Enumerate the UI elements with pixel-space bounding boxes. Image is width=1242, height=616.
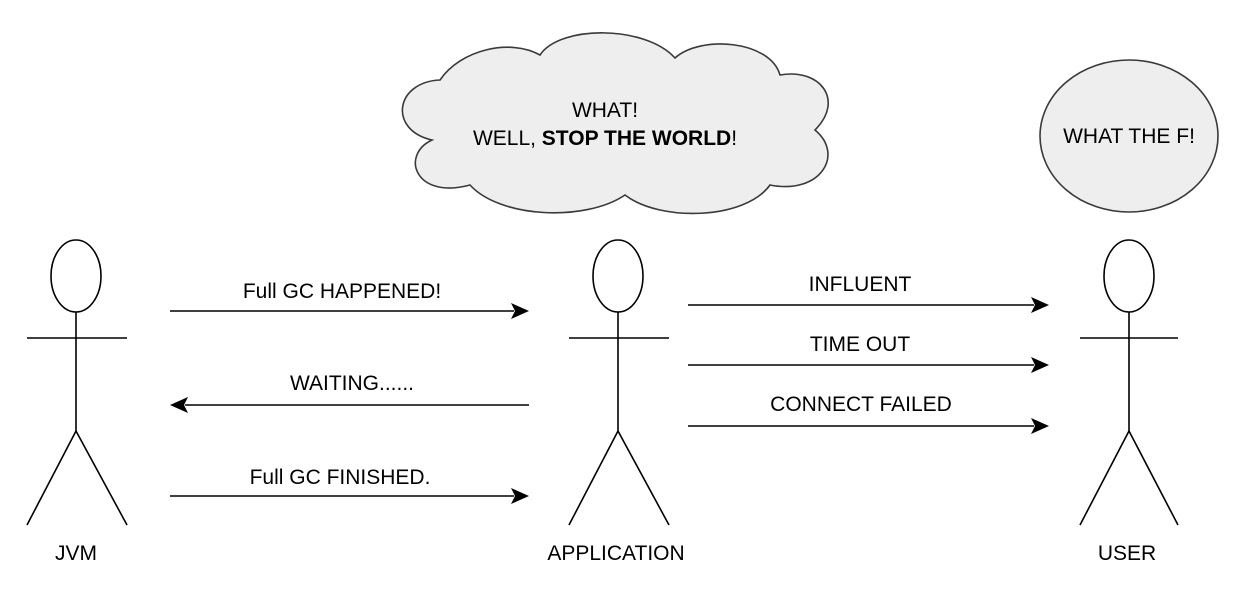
jvm-actor-right-leg [75, 430, 128, 526]
arrow-head [170, 397, 188, 413]
jvm-actor-label: JVM [55, 542, 97, 565]
jvm-actor [26, 239, 128, 526]
user-actor-head [1103, 239, 1155, 313]
message-waiting: WAITING...... [170, 372, 529, 413]
arrow-head [511, 488, 529, 504]
message-label: TIME OUT [810, 333, 910, 356]
message-label: INFLUENT [809, 273, 912, 296]
jvm-actor-left-leg [26, 430, 77, 526]
message-time-out: TIME OUT [688, 333, 1049, 373]
message-influent: INFLUENT [688, 273, 1049, 313]
application-thought-line-1: WHAT! [572, 99, 638, 122]
arrow-head [511, 303, 529, 319]
message-full-gc-finished: Full GC FINISHED. [170, 466, 529, 504]
application-actor [568, 239, 670, 526]
jvm-actor-head [50, 239, 102, 313]
message-label: CONNECT FAILED [770, 393, 952, 416]
message-label: WAITING...... [290, 372, 414, 395]
message-full-gc-happened: Full GC HAPPENED! [170, 280, 529, 319]
application-actor-head [592, 239, 644, 313]
application-thought-cloud [401, 32, 829, 215]
arrow-head [1031, 297, 1049, 313]
user-actor-left-leg [1079, 430, 1130, 526]
message-connect-failed: CONNECT FAILED [688, 393, 1049, 434]
message-label: Full GC FINISHED. [250, 466, 431, 489]
arrow-head [1031, 357, 1049, 373]
user-thought-text: WHAT THE F! [1063, 125, 1195, 148]
arrow-head [1031, 418, 1049, 434]
user-actor [1079, 239, 1179, 526]
application-thought-bold: STOP THE WORLD [542, 127, 731, 150]
user-thought-bubble [1039, 59, 1219, 213]
user-actor-label: USER [1098, 542, 1156, 565]
application-thought-line-2: WELL, STOP THE WORLD! [473, 127, 737, 150]
application-thought-prefix: WELL, [473, 127, 542, 150]
application-actor-left-leg [568, 430, 619, 526]
application-thought-suffix: ! [731, 127, 737, 150]
application-actor-right-leg [617, 430, 670, 526]
message-label: Full GC HAPPENED! [243, 280, 441, 303]
application-actor-label: APPLICATION [547, 542, 684, 565]
user-actor-right-leg [1128, 430, 1179, 526]
